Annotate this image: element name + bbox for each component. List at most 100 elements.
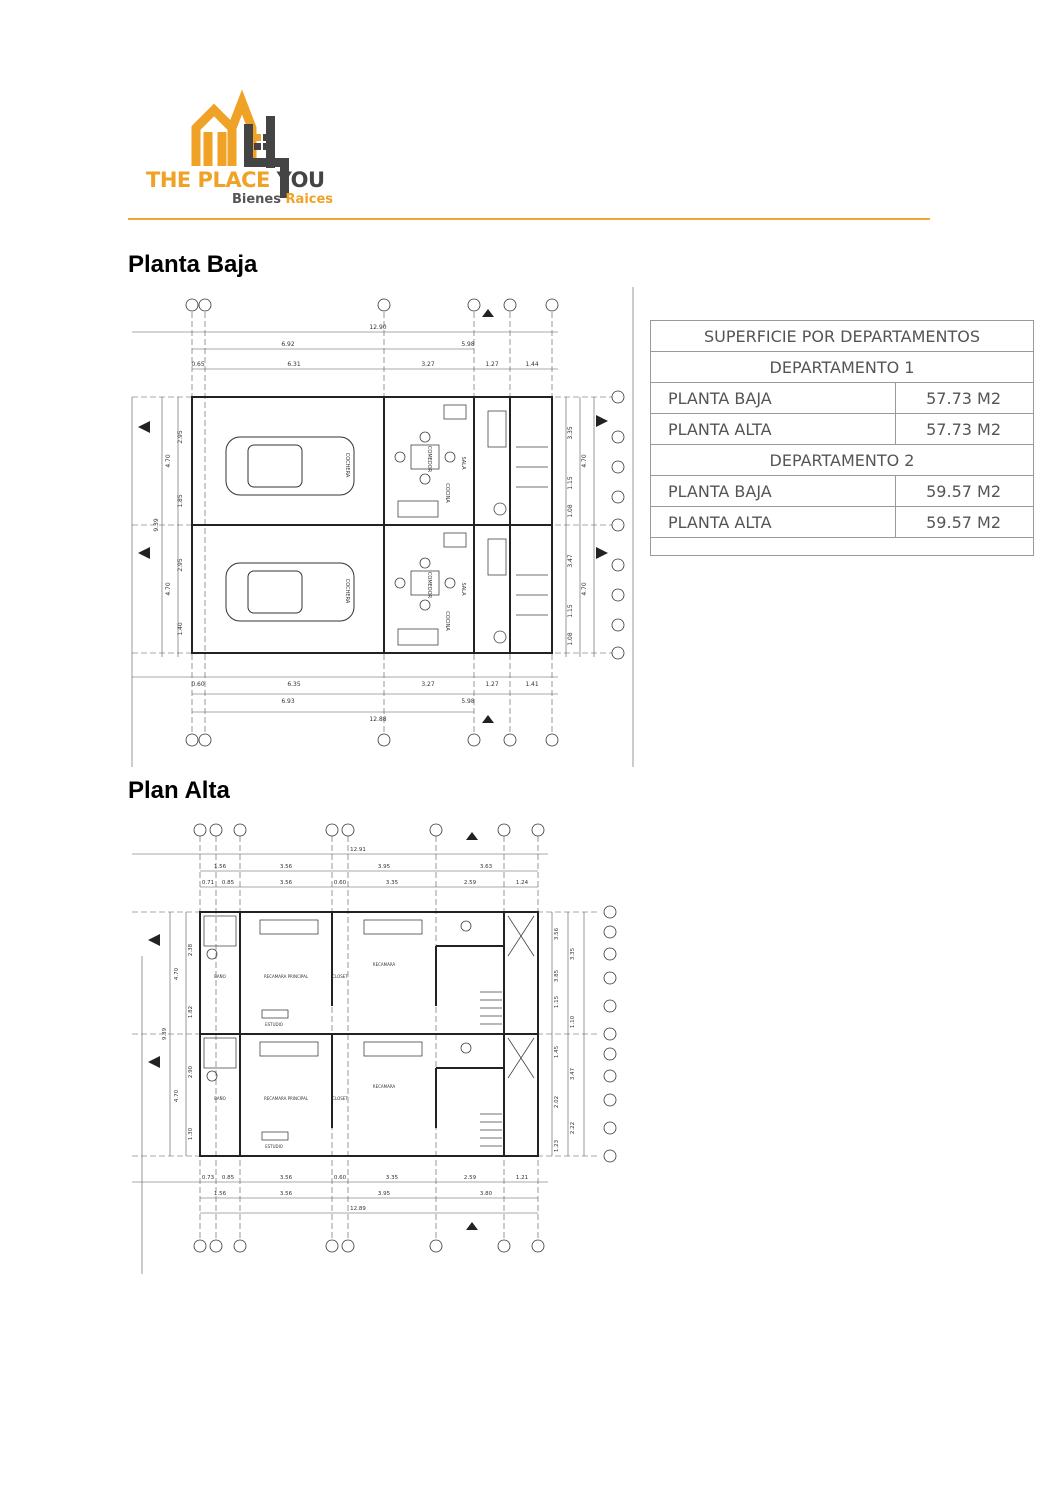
floor-area: 57.73 M2 <box>895 382 1034 414</box>
table-row: SUPERFICIE POR DEPARTAMENTOS <box>650 320 1034 352</box>
room-label: COCHERA <box>344 579 350 604</box>
dim-bottom: 1.56 <box>214 1191 227 1197</box>
floor-label: PLANTA BAJA <box>650 382 896 414</box>
room-label: COCINA <box>444 483 450 503</box>
dim-top: 3.95 <box>378 864 391 870</box>
dim-top: 3.56 <box>280 864 293 870</box>
table-row: DEPARTAMENTO 1 <box>650 351 1034 383</box>
dim-right: 4.70 <box>581 582 588 596</box>
logo-wordmark-part2: YOU <box>276 168 325 192</box>
room-label: COCINA <box>444 611 450 631</box>
dim-bottom: 12.88 <box>369 716 386 723</box>
dim-left: 4.70 <box>165 582 172 596</box>
dim-right: 1.15 <box>567 476 574 490</box>
dim-right: 1.08 <box>567 504 574 518</box>
dim-bottom: 3.56 <box>280 1175 293 1181</box>
room-label: RECAMARA <box>373 1084 396 1089</box>
room-label: BAÑO <box>214 974 226 979</box>
dim-bottom: 3.56 <box>280 1191 293 1197</box>
room-label: BAÑO <box>214 1096 226 1101</box>
dim-top: 6.92 <box>281 341 295 348</box>
room-label: RECAMARA <box>373 962 396 967</box>
dim-top: 1.27 <box>485 361 499 368</box>
dim-top: 3.56 <box>280 880 293 886</box>
unit-name: DEPARTAMENTO 1 <box>650 351 1034 383</box>
dim-left: 9.39 <box>162 1027 168 1040</box>
table-row: PLANTA ALTA 57.73 M2 <box>650 413 1034 445</box>
dim-bottom: 3.80 <box>480 1191 493 1197</box>
dim-right: 3.56 <box>554 927 560 940</box>
floor-label: PLANTA ALTA <box>650 506 896 538</box>
upper-floor-title: Plan Alta <box>128 777 230 804</box>
dim-right: 1.08 <box>567 632 574 646</box>
room-label: ESTUDIO <box>265 1144 283 1149</box>
dim-top: 6.31 <box>287 361 301 368</box>
dim-left: 2.95 <box>177 430 184 444</box>
room-label: CLOSET <box>332 974 348 979</box>
area-table-title: SUPERFICIE POR DEPARTAMENTOS <box>650 320 1034 352</box>
dim-bottom: 6.35 <box>287 681 301 688</box>
logo-wordmark-part1: THE PLACE <box>146 168 270 192</box>
ground-floor-plan: 12.90 6.92 5.98 0.65 6.31 3.27 1.27 1.44… <box>131 287 634 767</box>
dim-bottom: 1.27 <box>485 681 499 688</box>
dim-right: 2.22 <box>570 1122 576 1134</box>
logo-tagline: Bienes Raices <box>232 192 333 207</box>
dim-bottom: 1.21 <box>516 1175 528 1181</box>
room-label: RECAMARA PRINCIPAL <box>264 974 309 979</box>
dim-bottom: 2.59 <box>464 1175 477 1181</box>
dim-right: 4.70 <box>581 454 588 468</box>
dim-bottom: 3.27 <box>421 681 435 688</box>
floor-label: PLANTA ALTA <box>650 413 896 445</box>
dim-left: 4.70 <box>174 1089 180 1102</box>
dim-top: 1.44 <box>525 361 539 368</box>
room-label: COCHERA <box>344 453 350 478</box>
logo-tagline-part2: Raices <box>285 192 334 207</box>
dim-top: 1.56 <box>214 864 227 870</box>
dim-left: 2.38 <box>188 943 194 956</box>
dim-left: 4.70 <box>174 967 180 980</box>
table-row: PLANTA BAJA 57.73 M2 <box>650 382 1034 414</box>
room-label: COMEDOR <box>426 572 432 599</box>
dim-right: 1.10 <box>570 1015 576 1028</box>
company-logo-icon <box>191 89 289 198</box>
dim-top: 12.90 <box>369 324 386 331</box>
logo-wordmark: THE PLACE YOU <box>146 168 325 192</box>
room-label: RECAMARA PRINCIPAL <box>264 1096 309 1101</box>
dim-top: 2.59 <box>464 880 477 886</box>
dim-right: 3.35 <box>570 947 576 960</box>
upper-floor-plan: 12.91 1.56 3.56 3.95 3.63 0.71 0.85 3.56… <box>132 823 617 1274</box>
room-label: SALA <box>460 582 466 596</box>
dim-bottom: 0.60 <box>191 681 205 688</box>
dim-top: 1.24 <box>516 880 529 886</box>
area-table: SUPERFICIE POR DEPARTAMENTOS DEPARTAMENT… <box>650 320 1034 538</box>
dim-top: 3.63 <box>480 864 493 870</box>
dim-right: 1.15 <box>554 995 560 1008</box>
logo-tagline-part1: Bienes <box>232 192 281 207</box>
floor-area: 57.73 M2 <box>895 413 1034 445</box>
dim-left: 1.40 <box>177 622 184 636</box>
room-label: COMEDOR <box>426 446 432 473</box>
dim-right: 1.15 <box>567 604 574 618</box>
room-label: CLOSET <box>332 1096 348 1101</box>
header-divider <box>128 218 930 220</box>
dim-right: 3.85 <box>554 969 560 982</box>
dim-bottom: 6.93 <box>281 698 295 705</box>
dim-bottom: 0.60 <box>334 1175 347 1181</box>
room-label: SALA <box>460 456 466 470</box>
dim-left: 1.82 <box>188 1006 194 1018</box>
dim-top: 0.85 <box>222 880 235 886</box>
dim-right: 2.02 <box>554 1096 560 1108</box>
dim-bottom: 5.98 <box>461 698 475 705</box>
dim-bottom: 12.89 <box>350 1206 366 1212</box>
dim-top: 5.98 <box>461 341 475 348</box>
floor-area: 59.57 M2 <box>895 506 1034 538</box>
dim-top: 0.60 <box>334 880 347 886</box>
dim-right: 3.47 <box>570 1067 576 1080</box>
dim-bottom: 0.73 <box>202 1175 215 1181</box>
dim-bottom: 3.95 <box>378 1191 391 1197</box>
table-row: PLANTA ALTA 59.57 M2 <box>650 506 1034 538</box>
dim-right: 1.45 <box>554 1045 560 1058</box>
floor-label: PLANTA BAJA <box>650 475 896 507</box>
dim-top: 3.35 <box>386 880 399 886</box>
dim-right: 3.35 <box>567 426 574 440</box>
